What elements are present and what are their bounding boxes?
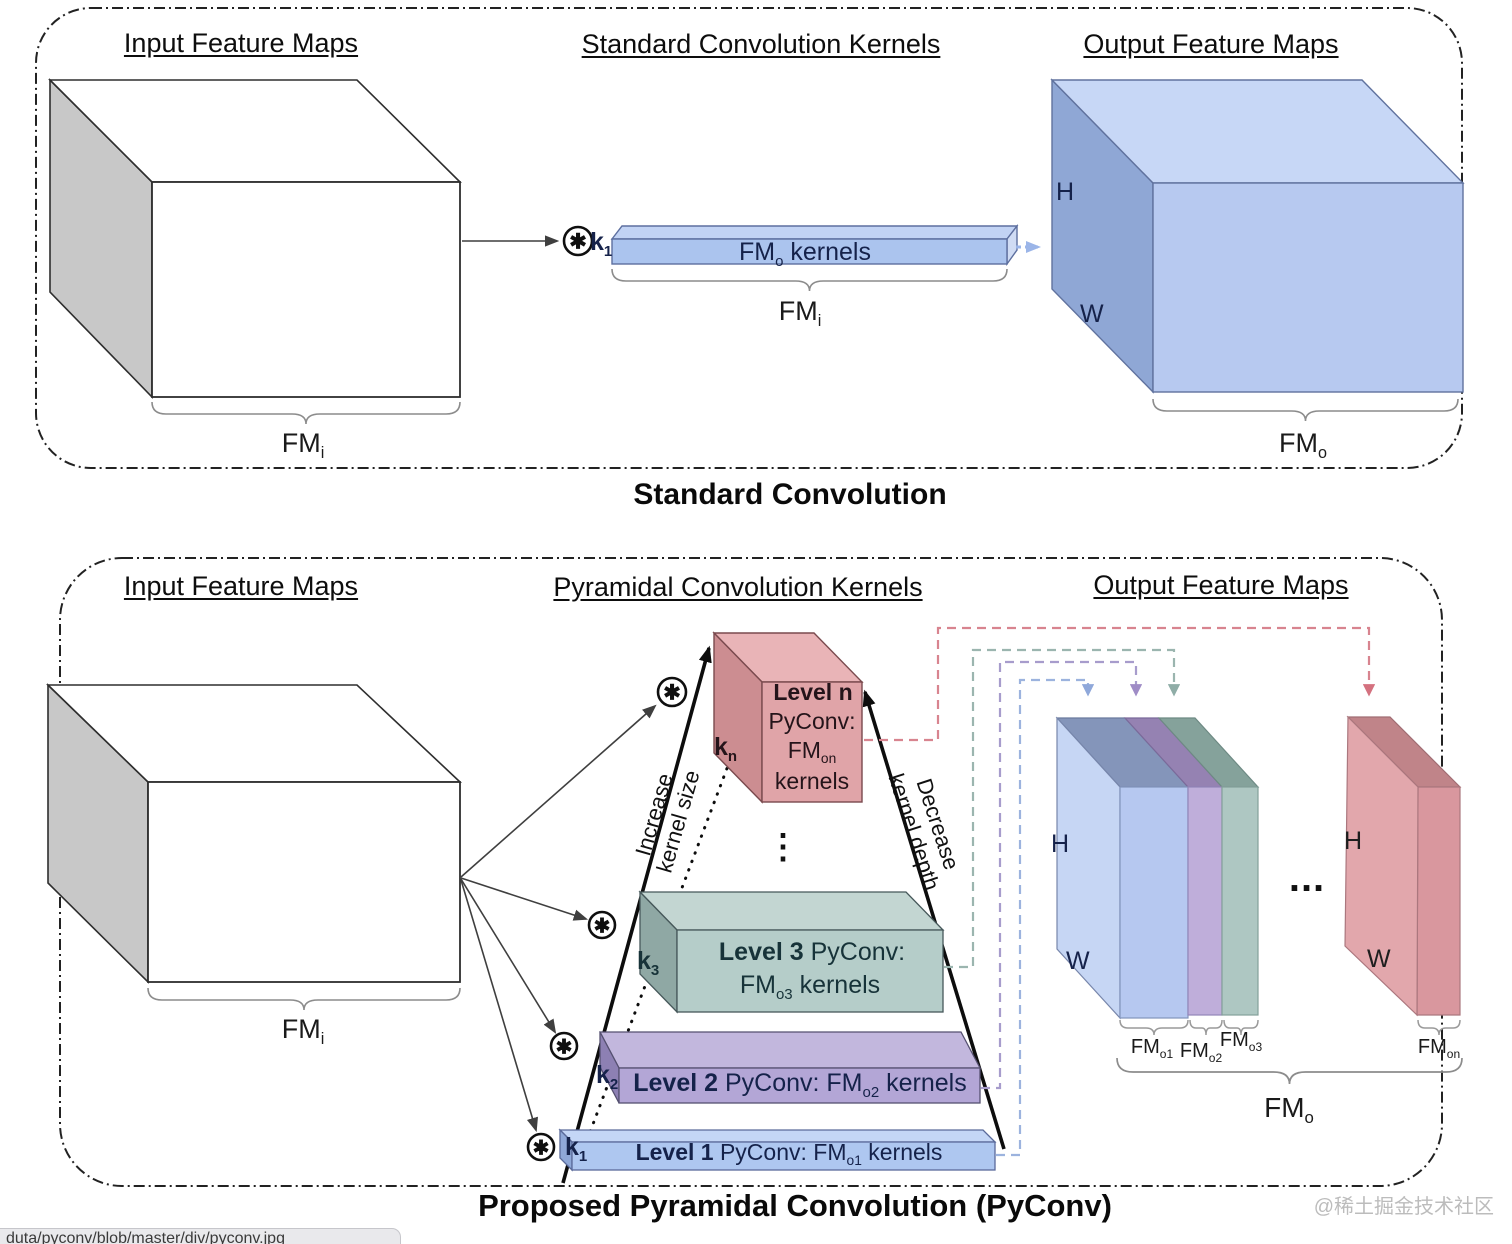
level-n-kernels: kernels xyxy=(774,768,850,794)
level-3-line1: Level 3 PyConv: xyxy=(718,938,906,966)
fmi-brace-kernel-bar xyxy=(611,268,1008,292)
kn-label: kn xyxy=(714,733,738,765)
watermark: @稀土掘金技术社区 xyxy=(1313,1196,1494,1218)
fmi-label-input-standard: FMi xyxy=(281,428,325,463)
fmo3-label: FMo3 xyxy=(1219,1029,1263,1054)
convolution-op-level-n: ✱ xyxy=(656,676,688,708)
convolution-icon: ✱ xyxy=(663,682,681,705)
output-ellipsis: ... xyxy=(1288,856,1326,900)
level-2-line: Level 2 PyConv: FMo2 kernels xyxy=(633,1069,967,1101)
fmo1-label: FMo1 xyxy=(1130,1036,1174,1061)
convolution-icon: ✱ xyxy=(594,916,611,938)
fmi-label-input-pyconv: FMi xyxy=(281,1014,325,1049)
level-2-kernel-bar xyxy=(598,1031,982,1104)
level-n-fm: FMon xyxy=(787,737,837,767)
heading-output-pyconv: Output Feature Maps xyxy=(1093,570,1349,600)
level-3-line2: FMo3 kernels xyxy=(739,971,881,1003)
k1-label-standard: k1 xyxy=(590,228,613,260)
pyconv-panel-border xyxy=(59,557,1443,1187)
convolution-op-level-2: ✱ xyxy=(549,1031,579,1061)
pyramid-left-edge-arrow xyxy=(561,645,712,1184)
output-feature-maps-cube-standard xyxy=(1050,78,1465,394)
fmi-label-kernel-bar: FMi xyxy=(778,296,822,331)
heading-input-pyconv: Input Feature Maps xyxy=(123,571,359,601)
output-braces xyxy=(1119,1019,1461,1036)
k2-label: k2 xyxy=(596,1061,619,1093)
status-bar-url: duta/pyconv/blob/master/div/pyconv.jpg xyxy=(6,1230,285,1244)
width-label-output-right: W xyxy=(1367,945,1391,973)
levels-ellipsis: ⋮ xyxy=(766,828,800,866)
level-1-kernel-bar xyxy=(558,1128,997,1172)
connector-level-n xyxy=(864,626,1376,742)
k1-label-pyconv: k1 xyxy=(565,1133,588,1165)
input-feature-maps-cube-pyconv xyxy=(46,683,463,984)
level-n-kernel-cube xyxy=(712,631,864,804)
convolution-icon: ✱ xyxy=(569,231,587,254)
fmo-brace-output-pyconv xyxy=(1116,1057,1463,1085)
level-n-conv: PyConv: xyxy=(768,708,856,734)
fmo-label-output-standard: FMo xyxy=(1279,428,1327,463)
fmon-label: FMon xyxy=(1417,1036,1461,1061)
width-label-standard: W xyxy=(1080,300,1104,328)
standard-kernel-bar xyxy=(610,223,1019,267)
standard-convolution-title: Standard Convolution xyxy=(633,478,947,511)
heading-output-standard: Output Feature Maps xyxy=(1083,29,1339,59)
pyconv-title: Proposed Pyramidal Convolution (PyConv) xyxy=(478,1188,1112,1223)
level-n-name: Level n xyxy=(773,679,853,705)
kernel-bar-label: FMo kernels xyxy=(739,238,871,270)
convolution-icon: ✱ xyxy=(556,1037,573,1059)
connector-level-3 xyxy=(944,648,1181,969)
height-label-output-left: H xyxy=(1051,830,1070,858)
heading-input-standard: Input Feature Maps xyxy=(123,28,359,58)
height-label-output-right: H xyxy=(1344,827,1363,855)
status-bar-url-chip: duta/pyconv/blob/master/div/pyconv.jpg xyxy=(0,1228,401,1244)
input-feature-maps-cube-standard xyxy=(48,78,462,399)
output-slab-level-n xyxy=(1344,715,1462,1017)
convolution-icon: ✱ xyxy=(533,1138,550,1160)
connector-level-1 xyxy=(996,678,1095,1157)
level-3-kernel-bar xyxy=(638,890,945,1014)
convolution-op-level-1: ✱ xyxy=(526,1132,556,1162)
fmo-brace-output-standard xyxy=(1152,398,1459,422)
convolution-op-standard: ✱ xyxy=(562,225,594,257)
k3-label: k3 xyxy=(637,947,660,979)
convolution-op-level-3: ✱ xyxy=(587,910,617,940)
fanout-arrows xyxy=(460,704,657,1133)
connector-level-2 xyxy=(981,660,1143,1090)
level-1-line: Level 1 PyConv: FMo1 kernels xyxy=(635,1139,943,1169)
heading-kernels-pyconv: Pyramidal Convolution Kernels xyxy=(553,572,923,602)
fmi-brace-input-standard xyxy=(151,401,461,425)
height-label-standard: H xyxy=(1056,178,1075,206)
fmo-label-output-pyconv: FMo xyxy=(1264,1092,1314,1128)
width-label-output-left: W xyxy=(1066,947,1090,975)
fmi-brace-input-pyconv xyxy=(147,987,461,1011)
output-stack-pyconv xyxy=(1055,716,1260,1020)
fmo2-label: FMo2 xyxy=(1179,1040,1223,1065)
heading-kernels-standard: Standard Convolution Kernels xyxy=(581,29,941,59)
